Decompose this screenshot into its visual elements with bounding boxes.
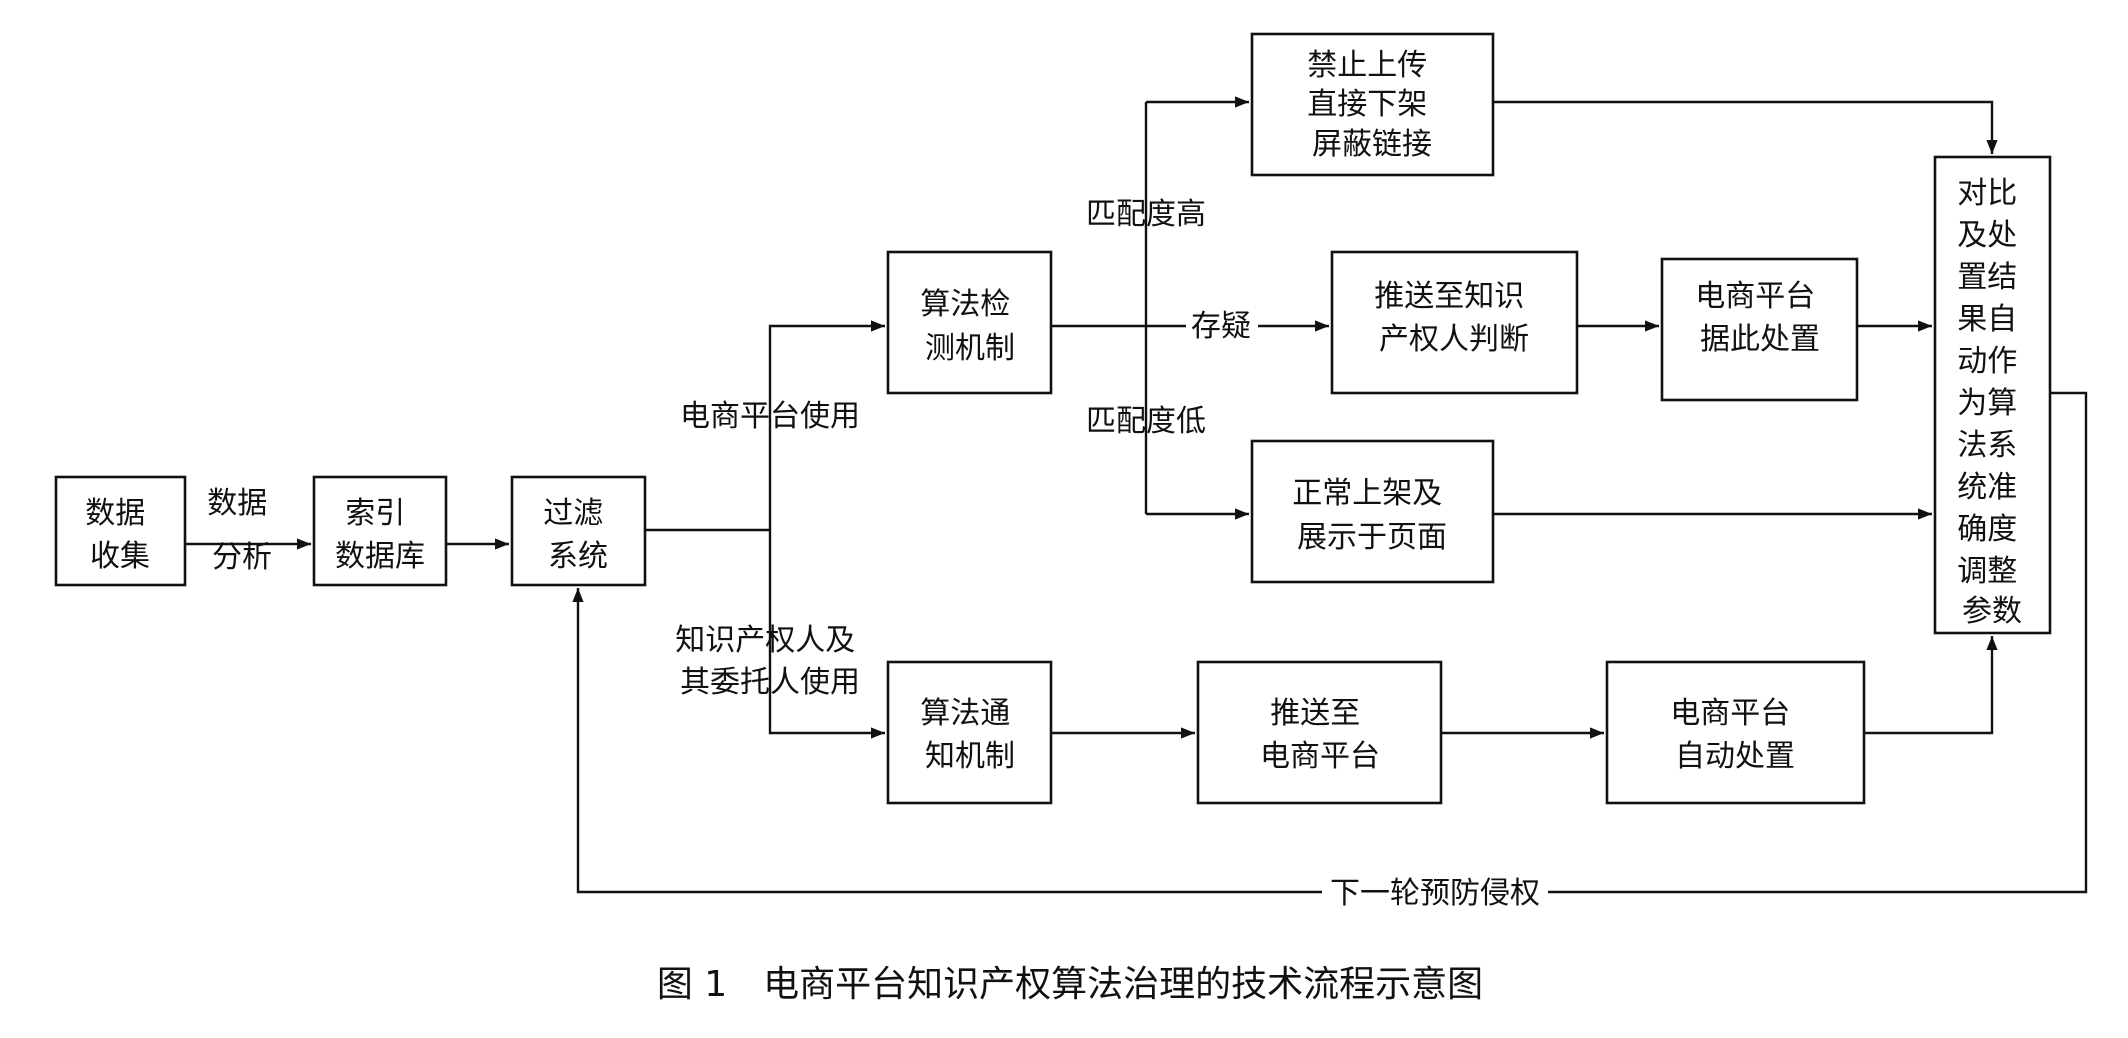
label-platform-use: 电商平台使用: [680, 399, 860, 434]
label-suspicious-bg: [1186, 302, 1258, 348]
node-algo-detect: [886, 250, 1053, 395]
node-data-collect: [54, 475, 187, 587]
node-push-platform: [1196, 660, 1443, 805]
node-filter: [510, 475, 647, 587]
edge-feedback-right: [1548, 391, 2088, 894]
node-push-platform-label: 推送至 电商平台: [1260, 696, 1380, 774]
label-match-low: 匹配度低: [1086, 404, 1206, 439]
node-compare-adjust: [1933, 155, 2052, 635]
node-platform-handle-label: 电商平台 据此处置: [1695, 279, 1825, 357]
node-push-ip: [1330, 250, 1579, 395]
nodes: [54, 32, 2052, 805]
label-next-round: 下一轮预防侵权: [1330, 876, 1540, 911]
node-platform-auto: [1605, 660, 1866, 805]
node-push-ip-label: 推送至知识 产权人判断: [1374, 279, 1534, 357]
node-algo-notify: [886, 660, 1053, 805]
node-index-db: [312, 475, 448, 587]
edges: [185, 96, 2088, 894]
label-ip-holder-use: 知识产权人及 其委托人使用: [675, 623, 865, 700]
figure-caption: 图 1 电商平台知识产权算法治理的技术流程示意图: [657, 964, 1483, 1005]
node-normal-listing-label: 正常上架及 展示于页面: [1292, 476, 1452, 555]
edge-branch-to-detect: [768, 320, 885, 530]
node-algo-detect-label: 算法检 测机制: [920, 287, 1020, 366]
node-block: [1250, 32, 1495, 177]
node-filter-label: 过滤 系统: [543, 496, 613, 574]
node-data-collect-label: 数据 收集: [85, 496, 155, 574]
label-suspicious: 存疑: [1191, 309, 1251, 344]
label-data-analysis: 数据 分析: [207, 486, 277, 575]
edge-feedback-left: [572, 588, 1322, 894]
node-normal-listing: [1250, 439, 1495, 584]
node-index-db-label: 索引 数据库: [335, 496, 425, 574]
edge-block-to-compare: [1493, 100, 1998, 154]
edge-auto-to-compare: [1864, 636, 1998, 735]
node-platform-auto-label: 电商平台 自动处置: [1670, 696, 1800, 774]
label-match-high: 匹配度高: [1086, 197, 1206, 232]
node-labels: 数据 收集 索引 数据库 过滤 系统 算法检 测机制 禁止上传 直接下架 屏蔽链…: [85, 48, 2027, 774]
node-algo-notify-label: 算法通 知机制: [920, 696, 1020, 774]
edge-branch-to-notify: [768, 530, 885, 739]
node-compare-adjust-label: 对比 及处 置结 果自 动作 为算 法系 统准 确度 调整 参数: [1957, 176, 2027, 629]
node-block-label: 禁止上传 直接下架 屏蔽链接: [1307, 48, 1437, 162]
node-platform-handle: [1660, 257, 1859, 402]
edge-labels: 数据 分析 电商平台使用 知识产权人及 其委托人使用 匹配度高 存疑 匹配度低 …: [207, 197, 1540, 911]
